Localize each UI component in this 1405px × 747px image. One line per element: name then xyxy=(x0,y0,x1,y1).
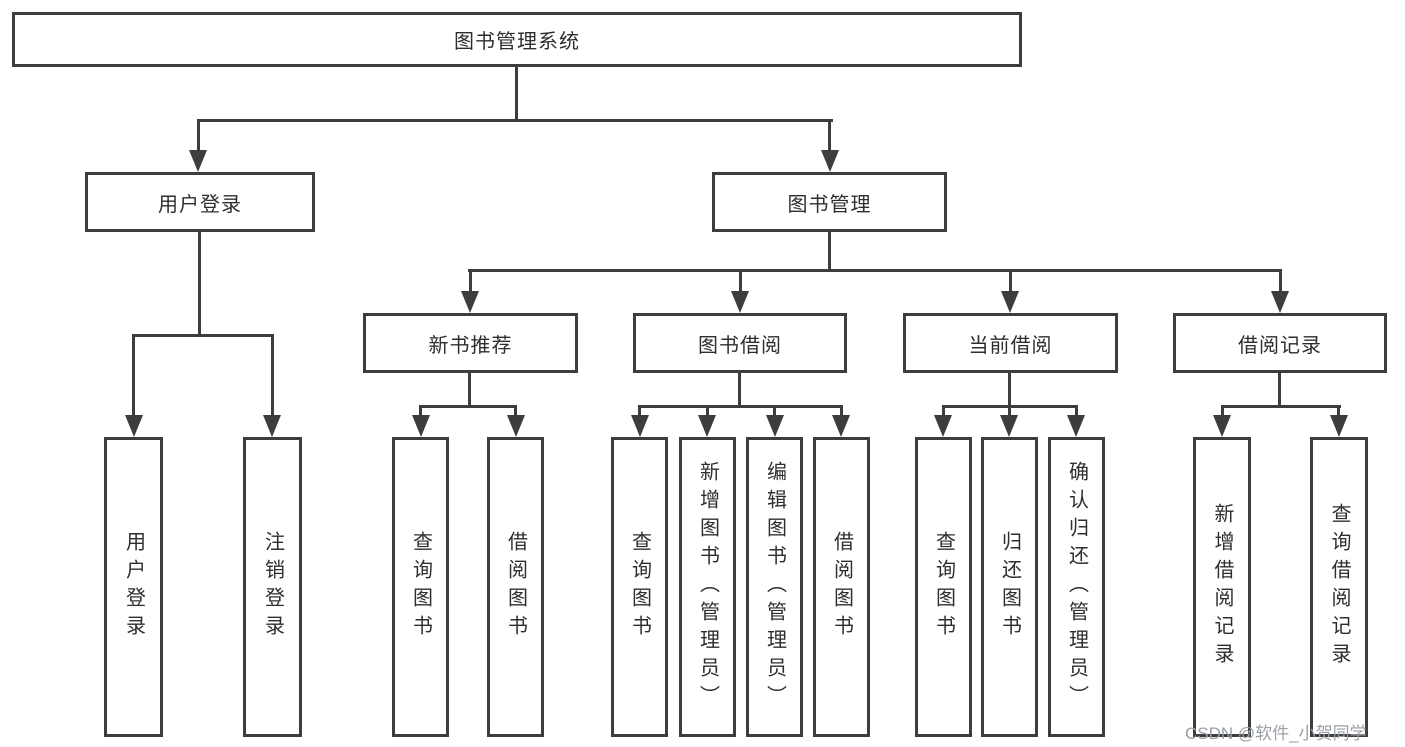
connector-arrowhead xyxy=(731,291,749,313)
connector-line xyxy=(942,405,945,419)
connector-line xyxy=(468,269,1282,272)
connector-line xyxy=(1279,269,1282,293)
node-leaf-query-books-current-label: 查询图书 xyxy=(932,531,955,643)
node-leaf-add-borrow-record: 新增借阅记录 xyxy=(1193,437,1251,737)
node-new-book-recommend: 新书推荐 xyxy=(363,313,578,373)
connector-line xyxy=(514,405,517,419)
connector-line xyxy=(1075,405,1078,419)
node-leaf-borrow-books-recommend: 借阅图书 xyxy=(487,437,544,737)
connector-arrowhead xyxy=(1213,415,1231,437)
connector-line xyxy=(468,373,471,408)
connector-arrowhead xyxy=(461,291,479,313)
connector-arrowhead xyxy=(1330,415,1348,437)
connector-line xyxy=(739,269,742,293)
connector-line xyxy=(773,405,776,419)
connector-line xyxy=(1278,373,1281,408)
node-leaf-return-book-label: 归还图书 xyxy=(998,531,1021,643)
connector-line xyxy=(1221,405,1224,419)
connector-line xyxy=(1221,405,1341,408)
connector-line xyxy=(828,119,831,151)
connector-line xyxy=(197,119,200,151)
connector-line xyxy=(738,373,741,408)
connector-line xyxy=(198,232,201,336)
node-leaf-query-books-borrow: 查询图书 xyxy=(611,437,668,737)
node-leaf-logout-label: 注销登录 xyxy=(261,531,284,643)
connector-line xyxy=(271,334,274,417)
connector-line xyxy=(1009,269,1012,293)
connector-line xyxy=(638,405,843,408)
connector-line xyxy=(419,405,517,408)
node-leaf-borrow-books-label: 借阅图书 xyxy=(830,531,853,643)
node-book-management-label: 图书管理 xyxy=(787,193,872,216)
connector-line xyxy=(840,405,843,419)
connector-arrowhead xyxy=(1271,291,1289,313)
node-book-management: 图书管理 xyxy=(712,172,947,232)
connector-arrowhead xyxy=(125,415,143,437)
node-leaf-add-book-admin-label: 新增图书（管理员） xyxy=(696,461,719,713)
connector-arrowhead xyxy=(934,415,952,437)
node-leaf-query-borrow-record-label: 查询借阅记录 xyxy=(1328,503,1350,671)
node-leaf-query-books-recommend: 查询图书 xyxy=(392,437,449,737)
node-new-book-recommend-label: 新书推荐 xyxy=(428,334,513,357)
connector-line xyxy=(419,405,422,419)
node-user-login: 用户登录 xyxy=(85,172,315,232)
connector-arrowhead xyxy=(821,150,839,172)
connector-line xyxy=(1008,405,1011,419)
node-leaf-return-book: 归还图书 xyxy=(981,437,1038,737)
connector-arrowhead xyxy=(1067,415,1085,437)
connector-line xyxy=(706,405,709,419)
node-current-borrow: 当前借阅 xyxy=(903,313,1118,373)
node-book-borrow: 图书借阅 xyxy=(633,313,847,373)
connector-line xyxy=(197,119,833,122)
connector-line xyxy=(515,67,518,120)
node-leaf-add-book-admin: 新增图书（管理员） xyxy=(679,437,736,737)
connector-arrowhead xyxy=(1000,415,1018,437)
node-current-borrow-label: 当前借阅 xyxy=(968,334,1053,357)
connector-arrowhead xyxy=(412,415,430,437)
node-book-borrow-label: 图书借阅 xyxy=(698,334,782,357)
connector-line xyxy=(1337,405,1340,419)
connector-arrowhead xyxy=(263,415,281,437)
node-leaf-borrow-books: 借阅图书 xyxy=(813,437,870,737)
node-root-label: 图书管理系统 xyxy=(454,31,580,53)
connector-line xyxy=(132,334,135,417)
node-leaf-add-borrow-record-label: 新增借阅记录 xyxy=(1211,503,1233,671)
connector-line xyxy=(828,232,831,272)
connector-arrowhead xyxy=(631,415,649,437)
node-leaf-confirm-return-admin-label: 确认归还（管理员） xyxy=(1065,461,1088,713)
node-leaf-edit-book-admin-label: 编辑图书（管理员） xyxy=(763,461,786,713)
node-leaf-query-books-borrow-label: 查询图书 xyxy=(628,531,651,643)
connector-line xyxy=(638,405,641,419)
watermark: CSDN @软件_小贺同学 xyxy=(1185,724,1367,743)
connector-arrowhead xyxy=(832,415,850,437)
node-leaf-edit-book-admin: 编辑图书（管理员） xyxy=(746,437,803,737)
connector-line xyxy=(132,334,274,337)
node-borrow-records-label: 借阅记录 xyxy=(1238,334,1322,357)
connector-line xyxy=(469,269,472,293)
connector-arrowhead xyxy=(1001,291,1019,313)
node-leaf-logout: 注销登录 xyxy=(243,437,302,737)
connector-arrowhead xyxy=(766,415,784,437)
node-leaf-borrow-books-recommend-label: 借阅图书 xyxy=(504,531,527,643)
node-leaf-user-login-label: 用户登录 xyxy=(122,531,145,643)
connector-arrowhead xyxy=(189,150,207,172)
node-root: 图书管理系统 xyxy=(12,12,1022,67)
node-leaf-query-books-recommend-label: 查询图书 xyxy=(409,531,432,643)
node-user-login-label: 用户登录 xyxy=(158,193,242,216)
node-leaf-query-borrow-record: 查询借阅记录 xyxy=(1310,437,1368,737)
node-borrow-records: 借阅记录 xyxy=(1173,313,1387,373)
connector-arrowhead xyxy=(507,415,525,437)
node-leaf-confirm-return-admin: 确认归还（管理员） xyxy=(1048,437,1105,737)
connector-line xyxy=(1008,373,1011,408)
node-leaf-user-login: 用户登录 xyxy=(104,437,163,737)
node-leaf-query-books-current: 查询图书 xyxy=(915,437,972,737)
connector-arrowhead xyxy=(698,415,716,437)
